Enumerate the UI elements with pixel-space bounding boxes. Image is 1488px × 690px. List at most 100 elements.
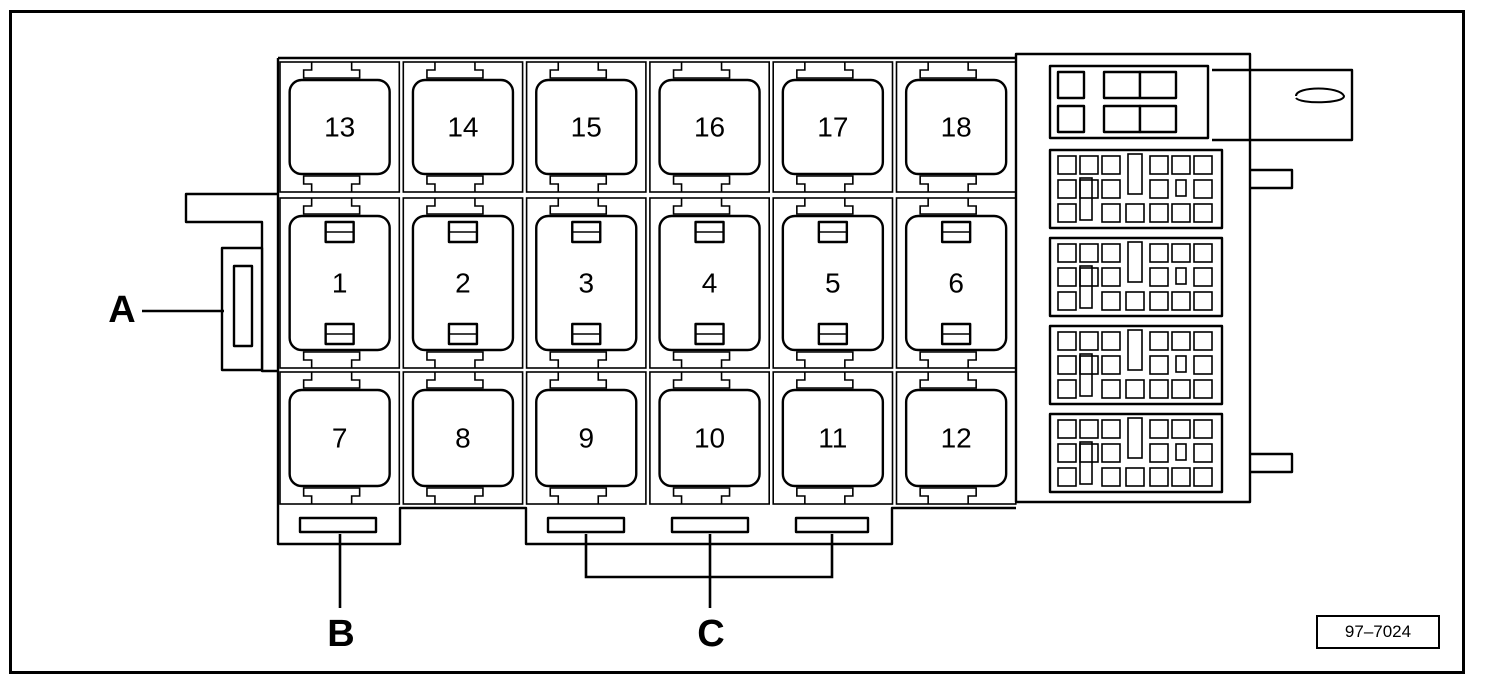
latch-clip <box>302 175 361 192</box>
fuse-slot <box>1193 267 1213 287</box>
fuse-slot <box>1193 379 1213 399</box>
latch-clip <box>672 198 731 215</box>
relay-housing <box>781 78 885 176</box>
latch-clip <box>426 487 484 504</box>
fuse-slot <box>1079 441 1093 485</box>
latch-clip <box>549 175 608 192</box>
fuse-slot <box>1057 203 1077 223</box>
fuse-slot <box>1171 291 1191 311</box>
fuse-slot <box>1193 243 1213 263</box>
fuse-slot <box>1175 443 1187 461</box>
fuse-slot <box>1149 203 1169 223</box>
latch-clip <box>302 351 361 368</box>
relay-housing <box>904 388 1008 488</box>
relay-housing <box>411 78 515 176</box>
fuse-slot <box>1125 379 1145 399</box>
relay-socket: 7 <box>279 371 401 505</box>
relay-housing <box>535 388 638 488</box>
fuse-slot <box>1057 179 1077 199</box>
relay-housing <box>535 214 638 352</box>
fuse-slot <box>1149 379 1169 399</box>
relay-number: 14 <box>447 111 478 142</box>
relay-socket: 17 <box>772 61 894 193</box>
fuse-slot <box>1125 291 1145 311</box>
relay-housing <box>781 388 885 488</box>
diagram-frame <box>9 10 1465 674</box>
relay-socket: 16 <box>649 61 771 193</box>
callout-c: C <box>697 613 724 655</box>
relay-number: 4 <box>702 267 718 298</box>
fuse-slot <box>1125 467 1145 487</box>
relay-housing <box>411 388 515 488</box>
fuse-slot <box>1057 243 1077 263</box>
relay-number: 3 <box>578 267 594 298</box>
fuse-slot <box>1057 155 1077 175</box>
fuse-slot <box>1079 155 1099 175</box>
latch-clip <box>426 175 484 192</box>
relay-socket: 13 <box>279 61 401 193</box>
fuse-slot <box>1101 443 1121 463</box>
bracket-a <box>220 246 264 372</box>
relay-housing <box>288 214 391 352</box>
latch-clip <box>549 351 608 368</box>
fuse-panel <box>1048 236 1224 318</box>
latch-clip <box>796 487 854 504</box>
fuse-slot <box>1149 467 1169 487</box>
relay-number: 7 <box>332 422 348 453</box>
fuse-slot <box>1101 291 1121 311</box>
latch-clip <box>672 351 731 368</box>
fuse-slot <box>1101 203 1121 223</box>
latch-clip <box>426 198 484 215</box>
latch-clip <box>672 62 731 79</box>
callout-b: B <box>327 613 354 655</box>
relay-number: 18 <box>941 111 972 142</box>
latch-clip <box>919 198 977 215</box>
fuse-panels <box>1048 148 1224 494</box>
relay-housing <box>658 78 761 176</box>
relay-housing <box>904 214 1008 352</box>
fuse-slot <box>1101 331 1121 351</box>
latch-clip <box>796 351 854 368</box>
latch-clip <box>919 372 977 389</box>
fuse-slot <box>1079 265 1093 309</box>
latch-clip <box>549 198 608 215</box>
fuse-panel <box>1048 412 1224 494</box>
relay-number: 9 <box>578 422 594 453</box>
relay-number: 11 <box>818 422 847 453</box>
fuse-slot <box>1193 203 1213 223</box>
latch-clip <box>919 351 977 368</box>
relay-socket: 14 <box>402 61 524 193</box>
fuse-slot <box>1149 243 1169 263</box>
relay-number: 15 <box>571 111 602 142</box>
latch-clip <box>426 62 484 79</box>
relay-housing <box>288 388 391 488</box>
fuse-slot <box>1101 419 1121 439</box>
fuse-slot <box>1149 179 1169 199</box>
fuse-slot <box>1171 419 1191 439</box>
latch-clip <box>302 487 361 504</box>
fuse-slot <box>1193 331 1213 351</box>
fuse-slot <box>1057 267 1077 287</box>
tab-b <box>298 516 378 534</box>
relay-number: 5 <box>825 267 841 298</box>
relay-number: 16 <box>694 111 725 142</box>
relay-number: 6 <box>948 267 964 298</box>
relay-socket: 8 <box>402 371 524 505</box>
relay-number: 12 <box>941 422 972 453</box>
fuse-slot <box>1193 155 1213 175</box>
relay-socket: 6 <box>895 197 1017 369</box>
fuse-slot <box>1125 203 1145 223</box>
callout-a: A <box>108 289 135 331</box>
latch-clip <box>302 198 361 215</box>
fuse-slot <box>1101 355 1121 375</box>
relay-socket: 15 <box>525 61 647 193</box>
fuse-slot <box>1149 155 1169 175</box>
latch-clip <box>426 351 484 368</box>
relay-socket: 11 <box>772 371 894 505</box>
latch-clip <box>919 487 977 504</box>
relay-housing <box>658 214 761 352</box>
fuse-slot <box>1171 331 1191 351</box>
fuse-slot <box>1079 331 1099 351</box>
